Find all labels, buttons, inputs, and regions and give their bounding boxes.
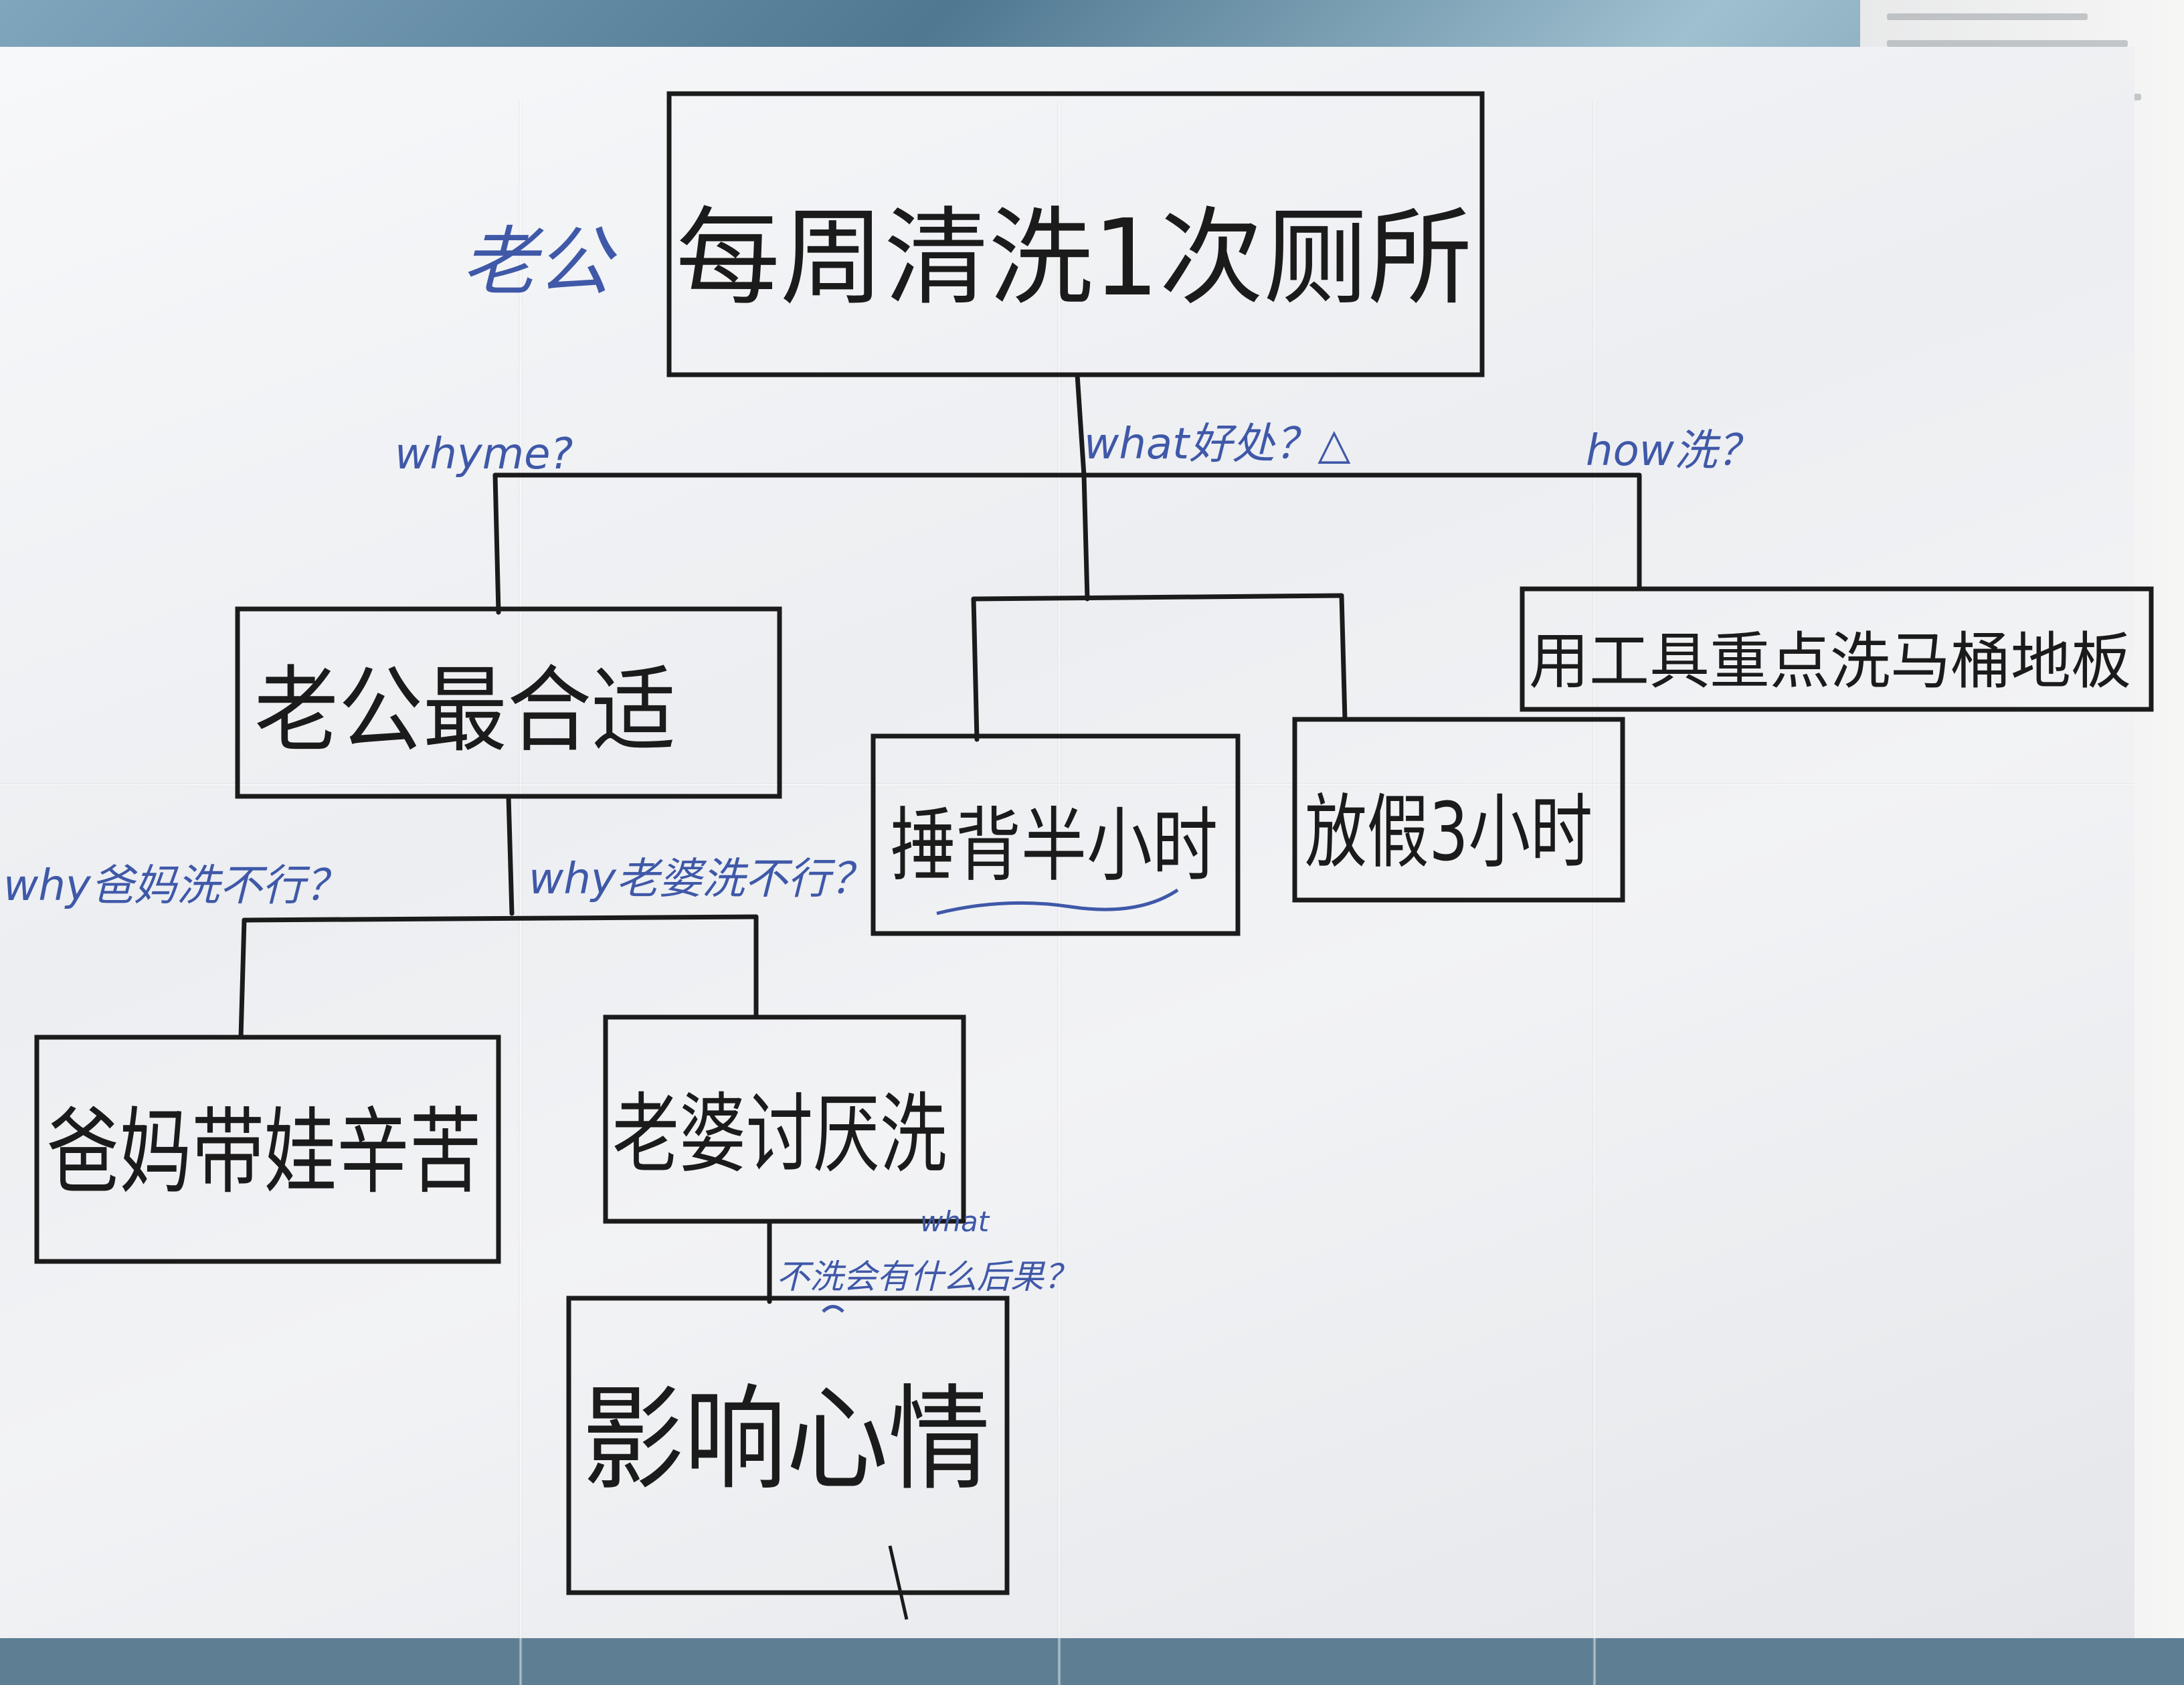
connector-line [1075,372,1087,478]
root-prefix-label: 老公 [462,219,618,306]
fold-line [1592,100,1597,1685]
underline-mark [936,888,1179,915]
how-node-text: 用工具重点洗马桶地板 [1529,626,2131,697]
parents-node-text: 爸妈带娃辛苦 [47,1098,482,1207]
connector-line [971,596,980,742]
connector-line [971,593,1344,602]
what-question-label: what好处？△ [1084,420,1351,469]
connector-line [1081,472,1090,602]
tick-mark [822,1305,844,1313]
wife-node-text: 老婆讨厌洗 [612,1083,947,1185]
issue-tree-diagram: 老公 每周清洗1次厕所 whyme? what好处？△ how洗？ 老公最合适 … [3,91,2154,1620]
how-question-label: how洗？ [1586,426,1760,476]
connector-line [1339,593,1348,722]
what-node-1-text: 捶背半小时 [890,800,1218,893]
fold-line [1057,100,1061,1685]
node-box-wife [603,1014,966,1224]
node-box-parents [34,1035,501,1264]
consequence-question-label: 不洗会有什么后果？ [776,1257,1077,1296]
connector-line [242,914,759,923]
what-node-2-text: 放假3小时 [1305,786,1592,879]
connector-line [506,794,515,916]
connector-line [492,472,501,615]
what-annotation-label: what [920,1205,990,1238]
node-box-what-2 [1292,717,1625,903]
why-node-text: 老公最合适 [254,656,676,766]
parents-question-label: why爸妈洗不行？ [3,861,348,911]
node-box-how [1520,586,2154,712]
connector-line [238,917,247,1040]
consequence-node-text: 影响心情 [582,1374,990,1506]
root-title: 每周清洗1次厕所 [676,197,1472,320]
fold-line [519,100,523,1685]
fold-line [0,783,2134,787]
node-box-consequence [566,1296,1010,1595]
why-question-label: whyme? [395,430,573,479]
paper-sheet [0,47,2134,1685]
wife-question-label: why老婆洗不行？ [529,855,873,904]
node-box-what-1 [871,733,1241,936]
pen-mark [888,1545,909,1620]
